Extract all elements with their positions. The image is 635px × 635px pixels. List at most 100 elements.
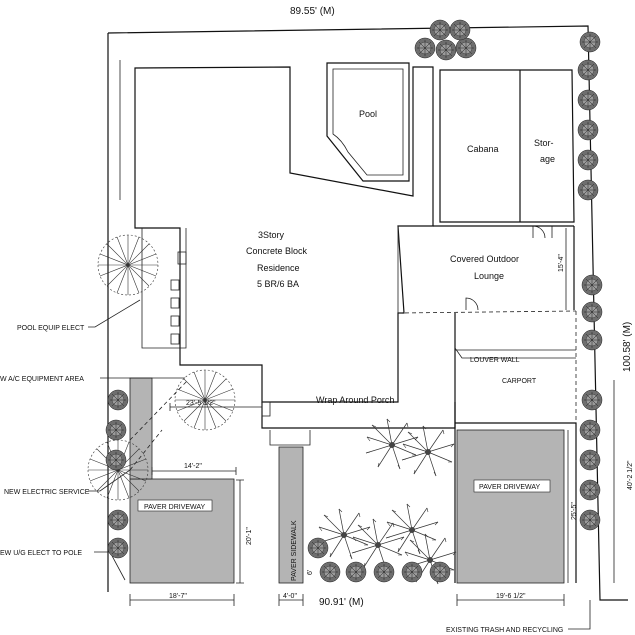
right-drive-width-line: [456, 594, 565, 606]
cabana-outline: [439, 69, 575, 223]
shrub-left-2: [105, 419, 127, 441]
porch-step: [261, 401, 271, 417]
shrub-bottom-3: [345, 561, 367, 583]
shrub-bottom-6: [429, 561, 451, 583]
left-drive-width-line: [129, 594, 235, 606]
shrub-left-3: [105, 449, 127, 471]
lounge-label-1: Covered Outdoor: [450, 254, 519, 264]
shrub-top-4: [449, 19, 471, 41]
shrub-right-11: [579, 419, 601, 441]
shrub-bottom-4: [373, 561, 395, 583]
shrub-bottom-5: [401, 561, 423, 583]
left-driveway-label: PAVER DRIVEWAY: [144, 504, 206, 511]
louver-wall-label: LOUVER WALL: [470, 357, 520, 364]
shrub-right-6: [577, 179, 599, 201]
right-drive-depth-dim: 25'-5": [571, 502, 578, 520]
dimension-top: 89.55' (M): [290, 6, 335, 17]
shrub-right-8: [581, 301, 603, 323]
shrub-top-2: [435, 39, 457, 61]
dimension-right: 100.58' (M): [622, 322, 633, 372]
storage-label-1: Stor-: [534, 138, 554, 148]
shrub-left-5: [107, 537, 129, 559]
left-drive-width-dim: 18'-7": [169, 593, 187, 600]
shrub-right-3: [577, 89, 599, 111]
lounge-label-2: Lounge: [474, 271, 504, 281]
ug-elect-label: EW U/G ELECT TO POLE: [0, 550, 82, 557]
shrub-top-5: [429, 19, 451, 41]
sidewalk-connector: [269, 430, 311, 446]
left-drive-depth-dim: 14'-2": [184, 463, 202, 470]
shrub-right-1: [579, 31, 601, 53]
equipment-box-5: [177, 251, 187, 265]
left-drive-length-dim: 20'-1": [246, 527, 253, 545]
lounge-depth-dim: 15'-4": [558, 254, 565, 272]
left-driveway: [129, 478, 235, 584]
equipment-box-4: [170, 333, 180, 345]
sidewalk-label: PAVER SIDEWALK: [291, 520, 298, 581]
dimension-bottom: 90.91' (M): [319, 597, 364, 608]
left-drive-depth-line: [151, 467, 237, 475]
sidewalk-width-line: [278, 594, 304, 606]
right-driveway-label: PAVER DRIVEWAY: [479, 484, 541, 491]
storage-label-2: age: [540, 154, 555, 164]
trash-leader: [568, 600, 591, 630]
residence-label-1: 3Story: [258, 230, 285, 240]
porch-dim: 23'-5 1/2": [186, 400, 216, 407]
shrub-right-10: [581, 389, 603, 411]
lounge-door: [465, 297, 479, 311]
shrub-bottom-1: [307, 537, 329, 559]
pool-outer: [326, 62, 410, 182]
shrub-right-2: [577, 59, 599, 81]
electric-service-leader: [88, 469, 131, 492]
shrub-right-12: [579, 449, 601, 471]
equipment-box-3: [170, 315, 180, 327]
right-driveway-label-box: [473, 479, 551, 493]
tree-canopy-center: [174, 369, 236, 431]
palm-5: [385, 503, 439, 555]
sidewalk-small-dim: 6': [307, 570, 314, 575]
palm-4: [351, 518, 405, 570]
carport-outline: [454, 313, 577, 583]
shrub-left-4: [107, 509, 129, 531]
shrub-right-13: [579, 479, 601, 501]
residence-outline: [134, 66, 434, 403]
palm-1: [365, 418, 419, 470]
shrub-top-1: [414, 37, 436, 59]
carport-label: CARPORT: [502, 378, 537, 385]
storage-door: [532, 225, 553, 239]
porch-dim-line: [169, 403, 263, 411]
lounge-dashed-edge: [397, 310, 577, 314]
residence-label-4: 5 BR/6 BA: [257, 279, 299, 289]
trash-label: EXISTING TRASH AND RECYCLING: [446, 627, 563, 634]
pool-inner: [332, 68, 404, 176]
shrub-right-9: [581, 329, 603, 351]
right-drive-length-dim: 40'-2 1/2": [627, 460, 634, 490]
sidewalk-width-dim: 4'-0": [283, 593, 297, 600]
ac-area-label: W A/C EQUIPMENT AREA: [0, 376, 84, 383]
pool-label: Pool: [359, 109, 377, 119]
shrub-right-14: [579, 509, 601, 531]
right-drive-width-dim: 19'-6 1/2": [496, 593, 526, 600]
equipment-box-1: [170, 279, 180, 291]
shrub-left-1: [107, 389, 129, 411]
right-driveway: [456, 429, 565, 584]
palm-2: [401, 425, 455, 477]
residence-label-3: Residence: [257, 263, 300, 273]
tree-canopy-left: [97, 234, 159, 296]
shrub-bottom-2: [319, 561, 341, 583]
left-drive-length-line: [236, 479, 244, 584]
shrub-right-4: [577, 119, 599, 141]
residence-label-2: Concrete Block: [246, 246, 308, 256]
shrub-right-5: [577, 149, 599, 171]
equipment-enclosure: [141, 228, 187, 349]
pool-equip-label: POOL EQUIP ELECT: [17, 325, 85, 332]
porch-label: Wrap Around Porch: [316, 395, 394, 405]
paver-sidewalk: [278, 446, 304, 584]
shrub-top-3: [455, 37, 477, 59]
electric-service-label: NEW ELECTRIC SERVICE: [4, 489, 90, 496]
left-driveway-label-box: [137, 499, 213, 512]
equipment-box-2: [170, 297, 180, 309]
louver-wall-leader: [454, 347, 576, 359]
cabana-label: Cabana: [467, 144, 499, 154]
